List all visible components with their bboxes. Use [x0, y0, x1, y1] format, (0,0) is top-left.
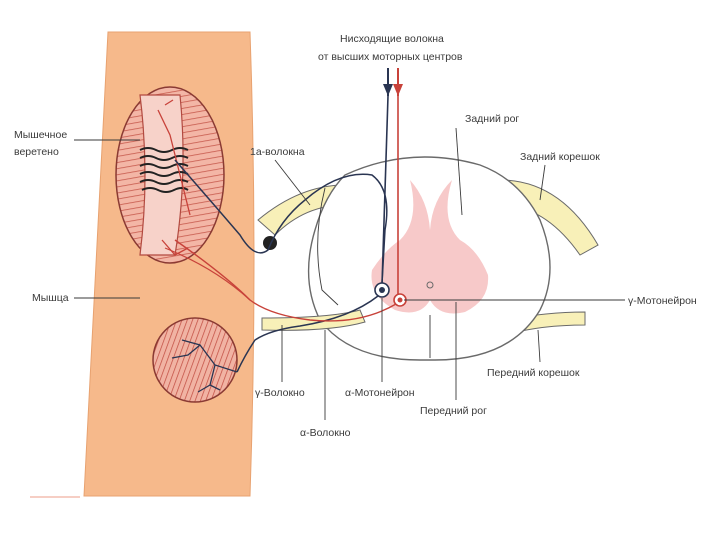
alpha-efferent-fiber [236, 295, 379, 373]
label-muscle: Мышца [32, 292, 69, 304]
ia-afferent-fiber [174, 159, 388, 284]
muscle-spindle [115, 86, 225, 264]
leader-lines [74, 127, 625, 420]
label-descending-2: от высших моторных центров [318, 51, 463, 63]
label-posterior-root: Задний корешок [520, 151, 600, 163]
muscle-fiber-group [152, 317, 238, 403]
label-spindle-2: веретено [14, 146, 59, 158]
grey-matter [371, 180, 489, 314]
spindle-coils [139, 147, 189, 193]
label-anterior-horn: Передний рог [420, 405, 487, 417]
label-posterior-horn: Задний рог [465, 113, 519, 125]
label-descending-1: Нисходящие волокна [340, 33, 444, 45]
alpha-motoneuron-cell [374, 282, 390, 298]
gamma-motoneuron-cell [393, 293, 407, 307]
label-alpha-fiber: α-Волокно [300, 427, 351, 439]
label-ia-fibers: 1а-волокна [250, 146, 305, 158]
label-gamma-fiber: γ-Волокно [255, 387, 305, 399]
label-gamma-motoneuron: γ-Мотонейрон [628, 295, 697, 307]
gamma-efferent-fiber [174, 239, 397, 322]
label-anterior-root: Передний корешок [487, 367, 580, 379]
label-spindle-1: Мышечное [14, 129, 67, 141]
spinal-cord [257, 156, 599, 361]
central-canal [426, 281, 434, 289]
label-alpha-motoneuron: α-Мотонейрон [345, 387, 415, 399]
dorsal-root-ganglion [263, 236, 277, 250]
